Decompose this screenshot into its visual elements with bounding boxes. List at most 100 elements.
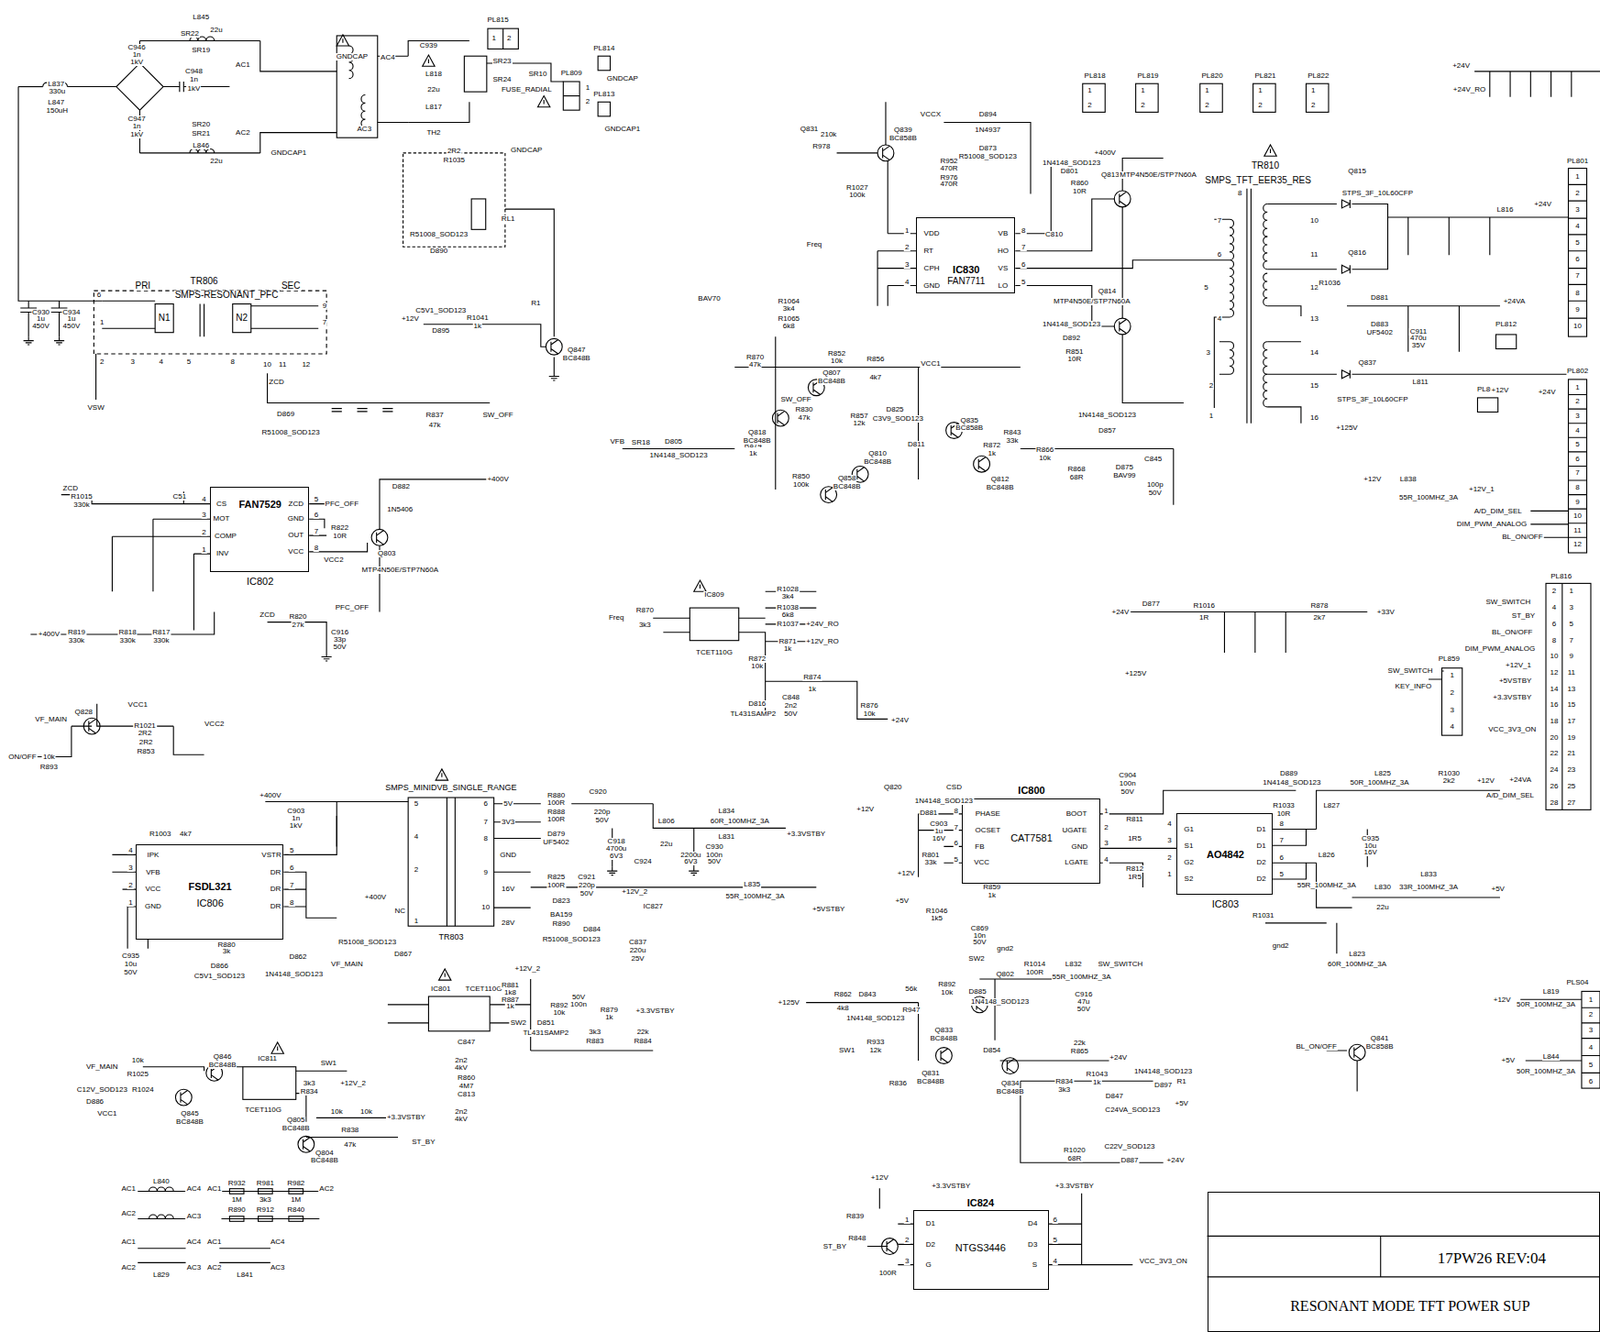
schematic-label: +12V <box>1489 386 1510 395</box>
schematic-label: 1R <box>1198 614 1210 622</box>
schematic-label: 8 <box>1236 189 1243 198</box>
schematic-label: 10k <box>862 710 877 718</box>
schematic-label: Q804 <box>314 1149 335 1158</box>
schematic-label: AC1 <box>206 1185 223 1193</box>
schematic-label: SW_SWITCH <box>1387 667 1435 675</box>
schematic-label: VCC <box>143 885 162 894</box>
schematic-label: 7 <box>288 882 295 890</box>
schematic-label: 6 <box>288 864 295 872</box>
schematic-label: BL_ON/OFF <box>1500 533 1544 541</box>
schematic-label: VB <box>997 230 1010 238</box>
schematic-label: SR21 <box>190 130 211 138</box>
schematic-label: +125V <box>1335 424 1358 432</box>
schematic-label: R890 <box>227 1206 247 1214</box>
schematic-label: L817 <box>424 103 443 111</box>
schematic-label: Q805 <box>286 1116 307 1125</box>
schematic-label: C810 <box>1044 231 1064 239</box>
schematic-label: 3 <box>1568 604 1575 612</box>
schematic-label: 470R <box>938 180 959 188</box>
schematic-label: SW2 <box>967 955 985 963</box>
schematic-label: 4k7 <box>868 374 883 382</box>
schematic-label: VCC <box>972 859 991 867</box>
schematic-label: Q834 <box>1000 1080 1021 1088</box>
schematic-label: IPK <box>145 851 160 860</box>
schematic-label: 6 <box>1574 455 1580 464</box>
schematic-label: 3 <box>1574 206 1580 214</box>
schematic-label: Q839 <box>893 126 914 134</box>
schematic-label: ZCD <box>267 378 285 387</box>
schematic-label: VCC <box>286 548 305 556</box>
schematic-label: R822 <box>330 524 350 532</box>
schematic-label: L844 <box>1542 1053 1561 1061</box>
schematic-label: 2 <box>99 358 105 366</box>
schematic-label: D2 <box>1255 875 1267 883</box>
schematic-label: D887 <box>1119 1157 1139 1165</box>
schematic-label: D823 <box>551 897 572 905</box>
schematic-label: VFB <box>144 869 162 877</box>
schematic-label: 13 <box>1309 315 1320 323</box>
schematic-label: 22 <box>1548 750 1559 758</box>
schematic-label: R817 <box>151 628 171 637</box>
schematic-label: 9 <box>1574 498 1580 507</box>
schematic-label: 1N4148_SOD123 <box>1041 320 1102 329</box>
node-text: IC824 <box>966 1197 995 1208</box>
schematic-label: +400V <box>364 893 387 902</box>
schematic-label: 22u <box>426 86 441 94</box>
schematic-label: 5 <box>953 856 960 864</box>
schematic-label: DR <box>269 885 283 894</box>
schematic-label: 12 <box>300 361 311 369</box>
schematic-label: SW_SWITCH <box>1484 598 1532 607</box>
schematic-label: ZCD <box>62 485 79 493</box>
schematic-label: 3k <box>221 948 232 956</box>
schematic-label: 6k8 <box>782 322 796 331</box>
schematic-label: 100p <box>1146 481 1165 489</box>
schematic-label: R978 <box>811 143 831 151</box>
schematic-label: R1037 <box>775 620 800 629</box>
schematic-label: ZCD <box>287 500 305 508</box>
schematic-label: 12k <box>852 419 867 428</box>
schematic-label: C930 <box>31 308 51 317</box>
schematic-label: 47k <box>748 361 762 369</box>
schematic-label: 2 <box>1139 101 1146 110</box>
schematic-label: Q803 <box>376 550 398 558</box>
schematic-label: R51008_SOD123 <box>261 429 321 437</box>
schematic-label: 55R_100MHZ_3A <box>1051 973 1113 982</box>
schematic-label: G <box>925 1261 933 1269</box>
schematic-label: RT <box>922 247 935 255</box>
schematic-label: 1N4148_SOD123 <box>1133 1068 1193 1076</box>
schematic-label: 33R_100MHZ_3A <box>1398 883 1459 892</box>
schematic-label: D885 <box>968 988 988 996</box>
schematic-label: AC3 <box>186 1264 203 1272</box>
schematic-label: 220p <box>577 882 596 890</box>
schematic-label: GNDCAP <box>335 53 369 61</box>
schematic-label: 50V <box>571 993 586 1002</box>
schematic-label: 1kV <box>187 85 202 93</box>
schematic-label: BC848B <box>562 354 592 363</box>
schematic-label: R893 <box>39 763 59 772</box>
schematic-label: R1041 <box>465 314 490 322</box>
schematic-label: R837 <box>425 411 445 420</box>
schematic-label: 22u <box>1375 904 1390 912</box>
schematic-label: Freq <box>805 241 823 249</box>
schematic-label: S <box>1031 1261 1038 1269</box>
node-text: FAN7711 <box>946 276 986 287</box>
schematic-label: BC848B <box>281 1125 311 1133</box>
schematic-label: Q845 <box>179 1110 200 1118</box>
schematic-label: BC848B <box>832 483 862 491</box>
schematic-label: 3k3 <box>302 1080 317 1088</box>
schematic-label: 6 <box>1020 261 1027 269</box>
schematic-label: R820 <box>287 613 308 621</box>
schematic-label: R860 <box>456 1074 476 1082</box>
node-text: CAT7581 <box>1009 832 1054 843</box>
schematic-label: Q858 <box>837 474 858 483</box>
schematic-label: TL431SAMP2 <box>728 710 777 718</box>
schematic-label: L826 <box>1317 851 1336 860</box>
schematic-label: INV <box>215 550 230 558</box>
schematic-label: R870 <box>745 353 765 362</box>
schematic-label: 4kV <box>453 1115 469 1124</box>
schematic-label: 5 <box>1574 441 1580 449</box>
schematic-label: 50V <box>971 938 987 947</box>
schematic-label: 7 <box>1574 272 1580 280</box>
schematic-label: VSW <box>86 404 105 412</box>
schematic-label: R932 <box>227 1180 247 1188</box>
